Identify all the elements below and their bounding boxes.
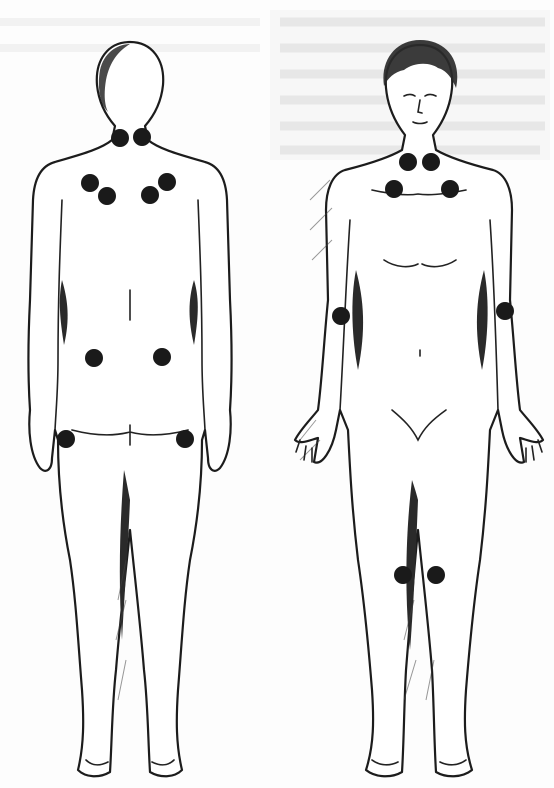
back-view-figure bbox=[29, 42, 232, 776]
tender-point-occiput-left bbox=[111, 129, 129, 147]
tender-point-greater-trochanter-right bbox=[176, 430, 194, 448]
tender-point-second-rib-right bbox=[441, 180, 459, 198]
back-view-body-outline bbox=[29, 42, 232, 776]
tender-point-second-rib-left bbox=[385, 180, 403, 198]
front-view-right-hand bbox=[526, 440, 542, 462]
tender-point-trapezius-right bbox=[158, 173, 176, 191]
tender-point-supraspinatus-right bbox=[141, 186, 159, 204]
tender-point-knee-left bbox=[394, 566, 412, 584]
tender-point-greater-trochanter-left bbox=[57, 430, 75, 448]
tender-point-occiput-right bbox=[133, 128, 151, 146]
tender-point-supraspinatus-left bbox=[98, 187, 116, 205]
bleed-through-text bbox=[0, 10, 550, 160]
tender-point-gluteal-left bbox=[85, 349, 103, 367]
tender-point-low-cervical-right bbox=[422, 153, 440, 171]
tender-point-gluteal-right bbox=[153, 348, 171, 366]
tender-point-knee-right bbox=[427, 566, 445, 584]
tender-point-lateral-epicondyle-right bbox=[496, 302, 514, 320]
tender-point-low-cervical-left bbox=[399, 153, 417, 171]
tender-point-lateral-epicondyle-left bbox=[332, 307, 350, 325]
tender-point-trapezius-left bbox=[81, 174, 99, 192]
